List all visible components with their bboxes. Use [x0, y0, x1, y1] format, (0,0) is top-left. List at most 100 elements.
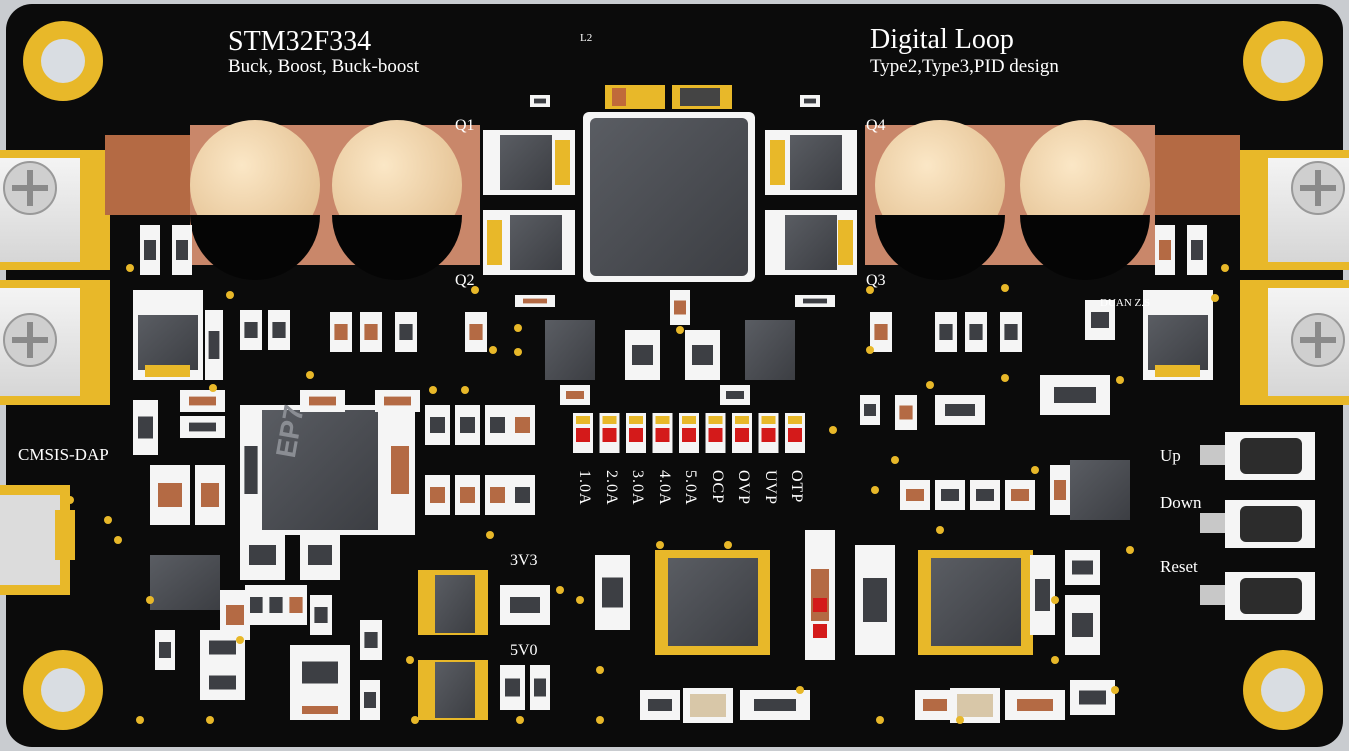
status-led	[679, 413, 699, 453]
via	[576, 596, 584, 604]
passive-component	[195, 465, 225, 525]
passive-component	[395, 312, 417, 352]
status-led-label: 4.0A	[655, 470, 673, 506]
status-led	[758, 413, 779, 453]
passive-component	[310, 595, 332, 635]
usb-connector	[0, 485, 75, 595]
passive-component	[515, 295, 555, 307]
capacitor-2	[332, 120, 462, 280]
passive-component	[290, 645, 350, 700]
status-led-label: 3.0A	[629, 470, 646, 506]
passive-component	[465, 312, 487, 352]
via	[1126, 546, 1134, 554]
via	[556, 586, 564, 594]
via	[411, 716, 419, 724]
passive-component	[140, 225, 160, 275]
passive-component	[172, 225, 192, 275]
via	[1221, 264, 1229, 272]
via	[866, 286, 874, 294]
mounting-hole-tl	[23, 21, 103, 101]
status-led	[626, 413, 646, 453]
via	[926, 381, 934, 389]
passive-component	[855, 545, 895, 655]
passive-component	[500, 665, 525, 710]
passive-component	[720, 385, 750, 405]
via	[136, 716, 144, 724]
inductor-l2	[583, 85, 755, 282]
so8-right	[1070, 460, 1130, 520]
via	[471, 286, 479, 294]
capacitor-4	[1020, 120, 1150, 280]
button-reset-body	[1200, 572, 1315, 620]
board-title-right: Digital Loop	[870, 24, 1014, 55]
via	[796, 686, 804, 694]
passive-component	[870, 312, 892, 352]
driver-ic-right	[1143, 290, 1213, 380]
ref-l2: L2	[580, 32, 593, 44]
passive-component	[455, 475, 480, 515]
via	[876, 716, 884, 724]
regulator-3v3	[418, 570, 488, 635]
ref-q3: Q3	[866, 272, 886, 289]
passive-component	[860, 395, 880, 425]
passive-component	[133, 400, 158, 455]
status-led	[652, 413, 673, 453]
passive-component	[1085, 300, 1115, 340]
label-3v3: 3V3	[510, 552, 538, 569]
passive-component	[560, 385, 590, 405]
via	[206, 716, 214, 724]
passive-component	[200, 665, 245, 700]
via	[1001, 284, 1009, 292]
passive-component	[1155, 225, 1175, 275]
mosfet-q4	[765, 130, 857, 195]
passive-component	[240, 530, 285, 580]
passive-component	[385, 410, 415, 530]
passive-component	[965, 312, 987, 352]
indicator-led	[813, 624, 827, 638]
passive-component	[485, 475, 510, 515]
via	[596, 666, 604, 674]
via	[486, 531, 494, 539]
passive-component	[360, 312, 382, 352]
via	[516, 716, 524, 724]
via	[866, 346, 874, 354]
passive-component	[375, 390, 420, 412]
passive-component	[265, 585, 287, 625]
passive-component	[935, 480, 965, 510]
via	[829, 426, 837, 434]
via	[104, 516, 112, 524]
via	[66, 496, 74, 504]
passive-component	[268, 310, 290, 350]
passive-component	[360, 680, 380, 720]
button-up[interactable]: Up	[1160, 446, 1181, 465]
ref-q2: Q2	[455, 272, 475, 289]
terminal-right-top	[1240, 150, 1349, 270]
button-down[interactable]: Down	[1160, 493, 1202, 512]
button-reset[interactable]: Reset	[1160, 557, 1198, 576]
opamp-left	[545, 320, 595, 380]
via	[226, 291, 234, 299]
via	[489, 346, 497, 354]
via	[871, 486, 879, 494]
passive-component	[625, 330, 660, 380]
regulator-5v0	[418, 660, 488, 720]
passive-component	[685, 330, 720, 380]
passive-component	[425, 405, 450, 445]
passive-component	[1000, 312, 1022, 352]
passive-component	[180, 390, 225, 412]
passive-component	[290, 700, 350, 720]
via	[514, 324, 522, 332]
label-cmsis-dap: CMSIS-DAP	[18, 445, 109, 464]
passive-component	[530, 665, 550, 710]
mounting-holes	[23, 21, 1323, 730]
passive-component	[805, 530, 835, 660]
mosfet-q1	[483, 130, 575, 195]
via	[114, 536, 122, 544]
via	[514, 348, 522, 356]
passive-component	[1050, 465, 1070, 515]
mounting-hole-bl	[23, 650, 103, 730]
ref-q1: Q1	[455, 117, 475, 134]
passive-component	[360, 620, 382, 660]
via	[1051, 596, 1059, 604]
